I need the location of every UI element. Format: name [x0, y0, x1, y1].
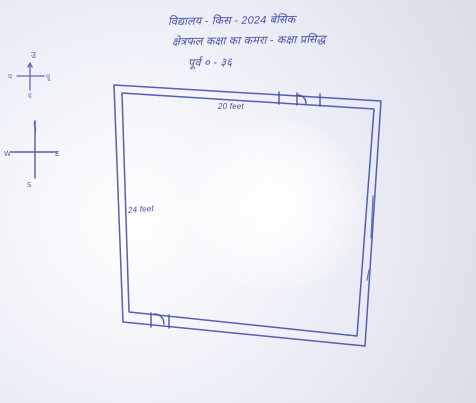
window-right-wall-icon — [366, 195, 374, 281]
door-bottom-left-icon — [150, 312, 170, 329]
svg-text:E: E — [55, 150, 59, 158]
svg-text:द: द — [28, 92, 32, 100]
axis-sketch-icon: W E S — [4, 120, 59, 189]
svg-text:प: प — [8, 73, 13, 81]
top-dimension-label: 20 feet — [218, 102, 244, 111]
svg-text:S: S — [27, 181, 32, 189]
svg-text:उ: उ — [31, 51, 37, 61]
classroom-outline — [113, 84, 382, 347]
svg-text:पू: पू — [46, 73, 51, 81]
compass-rose-icon: उ प पू द — [8, 51, 51, 100]
svg-text:W: W — [4, 150, 11, 158]
door-top-right-icon — [278, 91, 321, 107]
